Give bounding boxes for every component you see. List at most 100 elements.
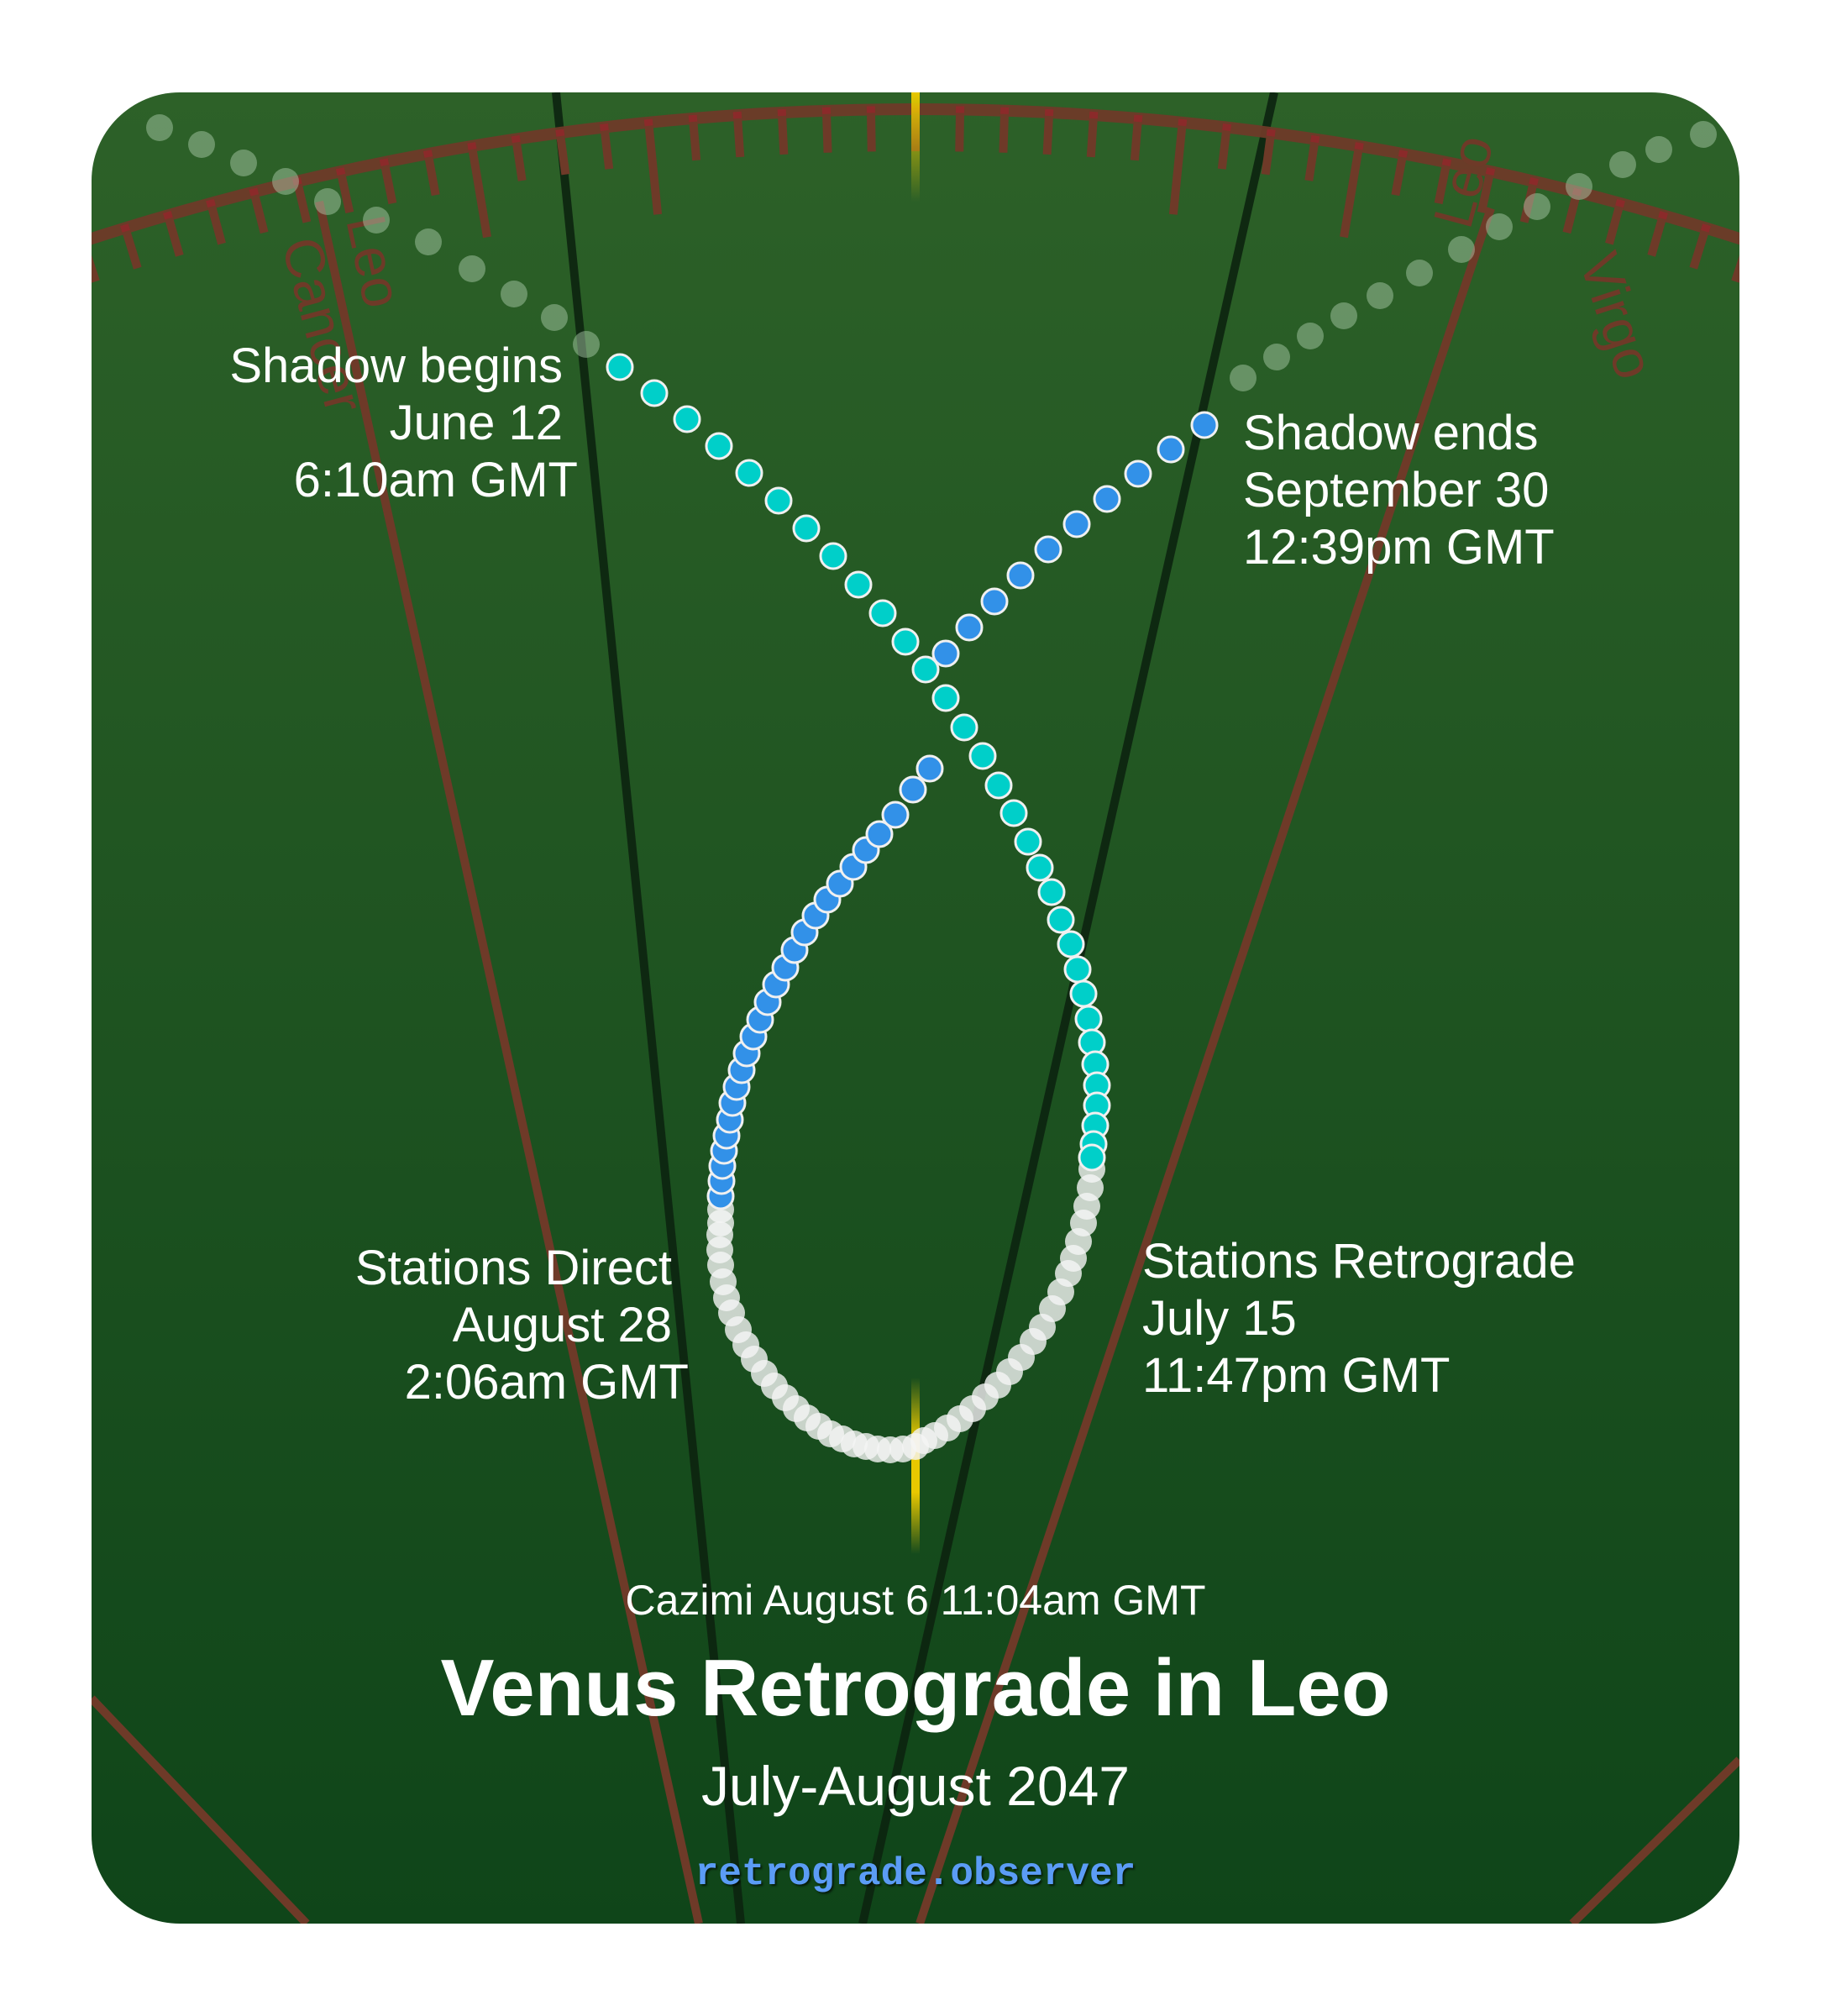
ecliptic-tick bbox=[1689, 226, 1710, 270]
sign-boundary-line bbox=[916, 207, 1495, 1924]
pre-shadow-dot bbox=[950, 713, 978, 742]
post-shadow-dot bbox=[1062, 510, 1091, 538]
ecliptic-tick bbox=[955, 109, 965, 152]
ecliptic-tick-mark bbox=[866, 106, 876, 113]
ecliptic-tick bbox=[644, 122, 663, 215]
ecliptic-tick-mark bbox=[1744, 237, 1754, 246]
ecliptic-tick-mark bbox=[1658, 211, 1669, 220]
pre-shadow-dot bbox=[640, 379, 669, 407]
post-shadow-dot bbox=[1124, 459, 1152, 488]
ecliptic-tick bbox=[1477, 170, 1495, 213]
trail-dot bbox=[1524, 193, 1550, 220]
ecliptic-tick bbox=[1042, 112, 1054, 155]
ecliptic-tick-mark bbox=[599, 123, 609, 132]
trail-dot bbox=[1367, 282, 1393, 309]
ecliptic-tick-mark bbox=[1828, 266, 1831, 276]
ecliptic-tick-mark bbox=[1133, 114, 1143, 123]
pre-shadow-dot bbox=[1037, 878, 1066, 906]
ecliptic-tick bbox=[1731, 239, 1739, 283]
trail-dot bbox=[1690, 121, 1717, 148]
ecliptic-tick-mark bbox=[1786, 251, 1796, 260]
shadow-begins-time: 6:10am GMT bbox=[293, 453, 578, 507]
shadow-begins-title: Shadow begins bbox=[229, 339, 563, 393]
ecliptic-tick bbox=[821, 110, 832, 153]
pre-shadow-dot bbox=[819, 542, 847, 570]
ecliptic-tick-mark bbox=[1266, 129, 1276, 137]
shadow-begins-date: June 12 bbox=[389, 396, 563, 450]
ecliptic-tick-mark bbox=[1485, 167, 1496, 176]
ecliptic-tick-mark bbox=[249, 187, 260, 197]
cazimi-marker-loop bbox=[911, 1378, 920, 1554]
ecliptic-tick bbox=[1086, 114, 1099, 158]
pre-shadow-dot bbox=[1026, 853, 1054, 882]
shadow-ends-time: 12:39pm GMT bbox=[1243, 520, 1555, 575]
trail-dot bbox=[1406, 260, 1433, 286]
pre-shadow-dot bbox=[984, 771, 1013, 800]
ecliptic-tick-mark bbox=[422, 150, 433, 158]
post-shadow-dot bbox=[916, 754, 944, 783]
pre-shadow-dot bbox=[844, 570, 873, 599]
ecliptic-tick-mark bbox=[1044, 108, 1054, 117]
pre-shadow-dot bbox=[673, 405, 701, 433]
post-shadow-dot bbox=[899, 775, 927, 804]
ecliptic-tick-mark bbox=[77, 237, 87, 246]
stations-retrograde-time: 11:47pm GMT bbox=[1142, 1348, 1451, 1403]
pre-shadow-dot bbox=[1074, 1005, 1103, 1033]
ecliptic-tick bbox=[207, 202, 226, 245]
ecliptic-tick bbox=[1261, 132, 1276, 176]
shadow-trail-dots bbox=[146, 114, 1717, 391]
trail-dot bbox=[501, 281, 527, 307]
stations-retrograde-label: Stations Retrograde July 15 11:47pm GMT bbox=[1142, 1233, 1576, 1404]
trail-dot bbox=[1486, 213, 1513, 240]
pre-shadow-dot bbox=[1069, 979, 1098, 1008]
ecliptic-tick bbox=[1562, 191, 1582, 234]
ecliptic-tick-mark bbox=[162, 211, 173, 220]
ecliptic-tick bbox=[1304, 138, 1319, 181]
pre-shadow-dot bbox=[1078, 1143, 1106, 1172]
stations-direct-title: Stations Direct bbox=[354, 1241, 672, 1295]
ecliptic-tick bbox=[1130, 118, 1142, 161]
ecliptic-tick bbox=[999, 110, 1010, 153]
ecliptic-tick bbox=[1647, 213, 1667, 257]
post-shadow-dot bbox=[1006, 561, 1035, 590]
ecliptic-tick-mark bbox=[1615, 198, 1625, 208]
ecliptic-tick bbox=[689, 118, 701, 161]
trail-dot bbox=[1263, 344, 1290, 370]
ecliptic-tick bbox=[1519, 180, 1539, 223]
post-shadow-dot bbox=[1034, 535, 1062, 564]
cazimi-markers bbox=[911, 92, 920, 1554]
ecliptic-tick-mark bbox=[732, 111, 742, 119]
pre-shadow-dot bbox=[1047, 906, 1075, 934]
post-shadow-dot bbox=[1157, 435, 1185, 464]
ecliptic-tick bbox=[423, 153, 440, 197]
ecliptic-tick-mark bbox=[643, 118, 653, 127]
ecliptic-tick-mark bbox=[511, 134, 521, 144]
pre-shadow-dot bbox=[891, 627, 920, 656]
pre-shadow-dot bbox=[1057, 930, 1085, 958]
zodiac-outer-lines bbox=[92, 1695, 1739, 1924]
trail-dot bbox=[1645, 136, 1672, 163]
pre-shadow-dot bbox=[606, 353, 634, 381]
ecliptic-tick-mark bbox=[1310, 134, 1320, 144]
ecliptic-tick bbox=[0, 270, 13, 310]
site-url-link[interactable]: retrograde.observer bbox=[695, 1852, 1136, 1896]
trail-dot bbox=[541, 304, 568, 331]
pre-shadow-dot bbox=[868, 599, 897, 627]
ecliptic-tick bbox=[777, 112, 789, 155]
trail-dot bbox=[1330, 302, 1357, 329]
ecliptic-tick-mark bbox=[379, 158, 390, 167]
venus-path-dots bbox=[606, 353, 1219, 1463]
shadow-ends-title: Shadow ends bbox=[1243, 406, 1539, 460]
cazimi-label: Cazimi August 6 11:04am GMT bbox=[625, 1577, 1206, 1624]
sun-boundary-lines bbox=[552, 92, 1278, 1924]
ecliptic-tick-mark bbox=[120, 223, 131, 233]
zodiac-outer-line bbox=[1569, 1756, 1739, 1924]
pre-shadow-dot bbox=[968, 742, 997, 770]
pre-shadow-dot bbox=[764, 486, 793, 515]
ecliptic-tick bbox=[40, 255, 71, 343]
pre-shadow-dot bbox=[735, 459, 763, 487]
cazimi-marker-top bbox=[911, 92, 920, 202]
ecliptic-tick bbox=[555, 132, 570, 176]
ecliptic-tick-mark bbox=[292, 176, 302, 186]
trail-dot bbox=[573, 331, 600, 358]
